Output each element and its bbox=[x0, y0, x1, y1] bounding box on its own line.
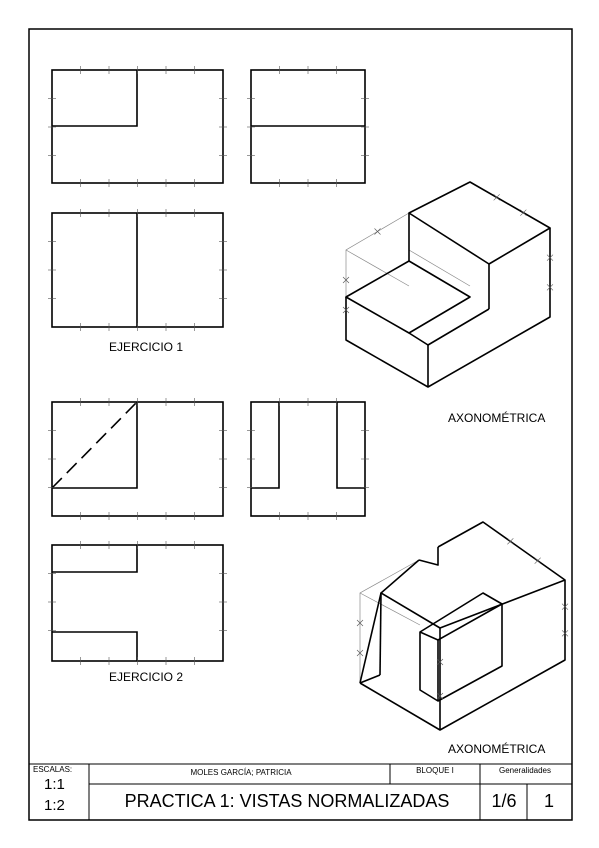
tick-mark bbox=[520, 209, 527, 216]
scale-2: 1:2 bbox=[44, 797, 65, 814]
tick-mark bbox=[561, 630, 569, 637]
tick-mark bbox=[342, 306, 350, 314]
tick-mark bbox=[436, 692, 444, 700]
tick-mark bbox=[374, 228, 381, 235]
ex2-side-view bbox=[250, 401, 366, 517]
tick-mark bbox=[493, 194, 500, 201]
tick-mark bbox=[507, 538, 514, 545]
ex2-axonometric-construction bbox=[359, 559, 421, 683]
tick-mark bbox=[356, 619, 364, 627]
block-label: BLOQUE I bbox=[416, 766, 454, 775]
tick-mark bbox=[356, 649, 364, 657]
title-block-frame bbox=[29, 763, 572, 820]
drawing-title: PRACTICA 1: VISTAS NORMALIZADAS bbox=[124, 791, 450, 811]
axonometric-2-label: AXONOMÉTRICA bbox=[448, 742, 546, 756]
tick-mark bbox=[546, 254, 554, 261]
author-name: MOLES GARCÍA; PATRICIA bbox=[190, 768, 292, 777]
tick-mark bbox=[436, 658, 444, 666]
ex2-axonometric-view bbox=[359, 521, 566, 731]
category-label: Generalidades bbox=[498, 766, 552, 775]
scale-1: 1:1 bbox=[44, 776, 65, 793]
scales-label: ESCALAS: bbox=[33, 765, 73, 774]
tick-mark bbox=[546, 284, 554, 291]
ex2-elevation-view bbox=[51, 401, 224, 517]
exercise-2-label: EJERCICIO 2 bbox=[109, 670, 184, 684]
ex1-plan-view bbox=[51, 212, 224, 328]
tick-mark bbox=[342, 276, 350, 284]
ex1-axonometric-view bbox=[345, 181, 551, 388]
ex1-axonometric-construction bbox=[345, 212, 471, 297]
drawing-number: 1 bbox=[543, 791, 554, 811]
ex2-plan-view bbox=[51, 544, 224, 662]
axonometric-1-label: AXONOMÉTRICA bbox=[448, 411, 546, 425]
tick-mark bbox=[534, 557, 541, 564]
exercise-1-label: EJERCICIO 1 bbox=[109, 340, 184, 354]
ex1-elevation-view bbox=[51, 69, 224, 184]
sheet-border bbox=[28, 28, 573, 821]
tick-mark bbox=[561, 603, 569, 610]
ex1-side-view bbox=[250, 69, 366, 184]
sheet-number: 1/6 bbox=[491, 791, 517, 811]
construction-ticks bbox=[48, 66, 569, 700]
